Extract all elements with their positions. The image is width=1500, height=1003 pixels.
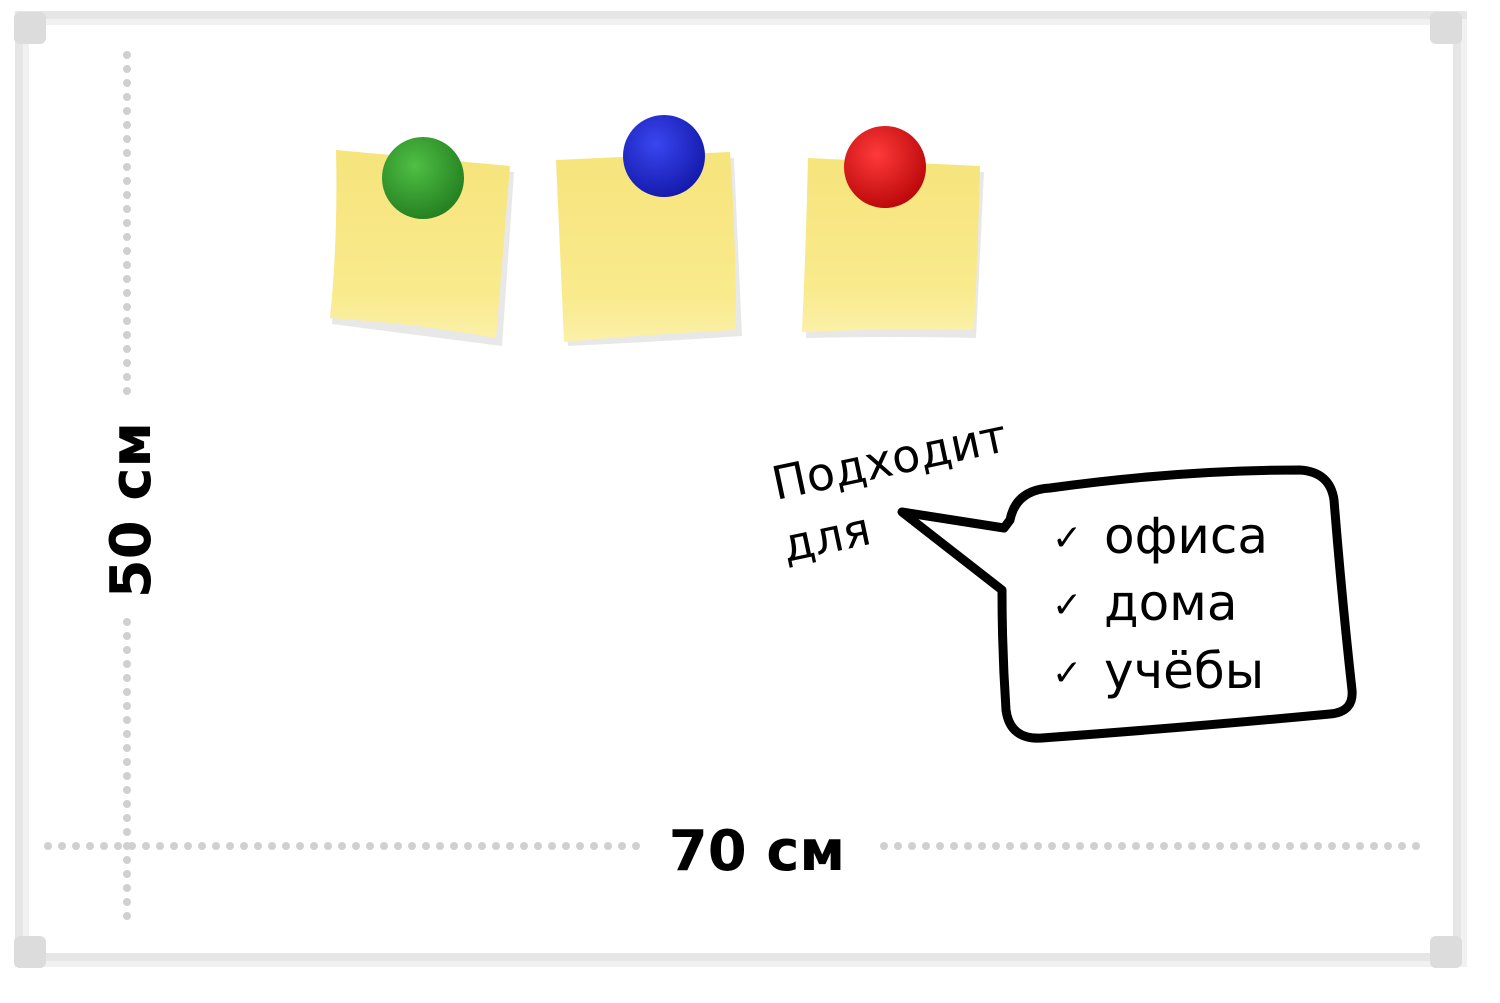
blue-magnet [623,115,705,197]
width-label: 70 см [669,819,845,884]
red-magnet [844,126,926,208]
check-icon: ✓ [1052,518,1082,559]
callout-line-1: Подходит [767,408,1011,510]
frame-corner-top-left [14,12,46,44]
bubble-item-study: учёбы [1104,642,1264,700]
sticky-note-paper [556,152,736,342]
bubble-list: ✓ офиса ✓ дома ✓ учёбы [1052,507,1268,700]
sticky-note-blue-magnet [556,115,742,346]
height-label: 50 см [99,422,164,598]
callout-line-2: для [777,501,875,572]
sticky-note-red-magnet [802,126,984,338]
frame-corner-bottom-left [14,936,46,968]
sticky-note-paper [330,150,510,338]
bubble-item-home: дома [1104,574,1238,632]
check-icon: ✓ [1052,653,1082,694]
check-icon: ✓ [1052,585,1082,626]
bubble-item-office: офиса [1104,507,1268,565]
sticky-note-paper [802,158,980,332]
frame-corner-top-right [1430,12,1462,44]
sticky-note-green-magnet [330,137,514,346]
green-magnet [382,137,464,219]
speech-bubble [897,465,1357,743]
board-frame [14,11,1467,968]
frame-corner-bottom-right [1430,936,1462,968]
